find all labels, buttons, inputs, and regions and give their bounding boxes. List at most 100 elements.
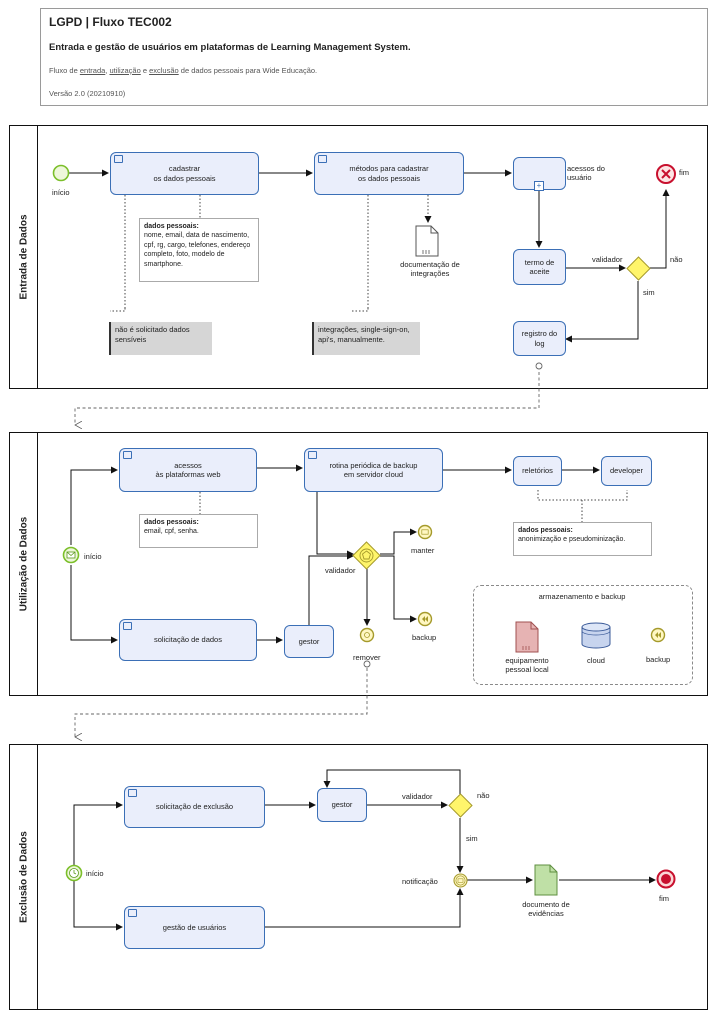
- note-dados-pessoais-2: dados pessoais: email, cpf, senha.: [139, 514, 258, 548]
- backup-event-icon: [650, 627, 666, 643]
- start-message-event: [62, 546, 80, 564]
- end-manter-icon: [417, 524, 433, 540]
- task-developer[interactable]: developer: [601, 456, 652, 486]
- link-utilizacao[interactable]: utilização: [109, 66, 141, 75]
- remover-label: remover: [353, 653, 381, 662]
- note3-body: anonimização e pseudominização.: [518, 536, 626, 544]
- end-remover-icon: [359, 627, 375, 643]
- pool-exclusao-label-lane: Exclusão de Dados: [10, 745, 38, 1009]
- user-task-icon: [128, 909, 137, 917]
- start-timer-event: [65, 864, 83, 882]
- fim-label-1: fim: [679, 168, 689, 177]
- diagram-title: LGPD | Fluxo TEC002: [49, 15, 172, 29]
- doc-equipamento-icon: [515, 621, 539, 653]
- user-task-icon: [128, 789, 137, 797]
- gateway-validador-1: [626, 256, 651, 281]
- task-reletorios[interactable]: reletórios: [513, 456, 562, 486]
- link-exclusao[interactable]: exclusão: [149, 66, 179, 75]
- assoc-rel-dev: [537, 490, 628, 501]
- flow-validador-backup: [380, 555, 417, 623]
- gray-note-integracoes: integrações, single-sign-on, api's, manu…: [312, 322, 420, 355]
- validador-label-2: validador: [325, 566, 356, 575]
- user-task-icon: [123, 622, 132, 630]
- note1-title: dados pessoais:: [144, 223, 199, 230]
- flow-validador-manter: [380, 528, 417, 555]
- task-registro-log[interactable]: registro do log: [513, 321, 566, 356]
- notificacao-label: notificação: [402, 877, 438, 886]
- note2-body: email, cpf, senha.: [144, 528, 199, 536]
- task-acessos-plataformas[interactable]: acessos às plataformas web: [119, 448, 257, 492]
- flow-start-acessos: [70, 466, 118, 545]
- task-gestor-3[interactable]: gestor: [317, 788, 367, 822]
- diagram-description: Fluxo de entrada, utilização e exclusão …: [49, 66, 318, 75]
- flow-validador-registro: [565, 281, 639, 343]
- equipamento-label: equipamento pessoal local: [505, 656, 549, 675]
- validador-label-1: validador: [592, 255, 623, 264]
- start-event-1: [52, 164, 70, 182]
- doc-evidencias-icon: [534, 864, 558, 896]
- task-solicitacao-dados[interactable]: solicitação de dados: [119, 619, 257, 661]
- task-gestao-usuarios[interactable]: gestão de usuários: [124, 906, 265, 949]
- backup-label: backup: [412, 633, 437, 642]
- task-cadastrar-dados[interactable]: cadastrar os dados pessoais: [110, 152, 259, 195]
- note1-body: nome, email, data de nascimento, cpf, rg…: [144, 232, 251, 268]
- doc-integracoes-label: documentação de integrações: [400, 260, 460, 279]
- task-metodos-cadastro[interactable]: métodos para cadastrar os dados pessoais: [314, 152, 464, 195]
- start-label-3: início: [86, 869, 104, 878]
- doc-evidencias-label: documento de evidências: [522, 900, 570, 919]
- msg-pool2-pool3: [75, 668, 368, 737]
- flow-gestao-notificacao: [265, 888, 464, 928]
- end-backup-icon: [417, 611, 433, 627]
- note-dados-pessoais-1: dados pessoais: nome, email, data de nas…: [139, 218, 259, 282]
- notificacao-event-icon: [453, 873, 468, 888]
- group-armazenamento-title: armazenamento e backup: [538, 592, 626, 601]
- group-armazenamento: [473, 585, 693, 685]
- msg-origin-1: [535, 362, 543, 370]
- task-termo-aceite[interactable]: termo de aceite: [513, 249, 566, 285]
- service-task-icon: [308, 451, 317, 459]
- validador-label-3: validador: [402, 792, 433, 801]
- manter-label: manter: [411, 546, 435, 555]
- flow-gestor-validador: [308, 552, 354, 625]
- gateway-validador-2: [352, 541, 381, 570]
- flow-start-solicitacao: [70, 565, 118, 644]
- msg-origin-2: [363, 660, 371, 668]
- start-label-1: início: [52, 188, 70, 197]
- backup-label-2: backup: [646, 655, 671, 664]
- end-event-fim: [656, 869, 676, 889]
- start-label-2: início: [84, 552, 102, 561]
- link-entrada[interactable]: entrada: [79, 66, 106, 75]
- flow-start-gestao: [73, 881, 123, 931]
- acessos-label: acessos do usuário: [567, 164, 605, 183]
- subprocess-plus-icon: +: [534, 181, 544, 191]
- user-task-icon: [318, 155, 327, 163]
- flow-validador-fim: [650, 189, 670, 269]
- doc-integracoes-icon: [415, 225, 439, 257]
- flow-start-solicitacao-exclusao: [73, 801, 123, 865]
- note-dados-pessoais-3: dados pessoais: anonimização e pseudomin…: [513, 522, 652, 556]
- user-task-icon: [123, 451, 132, 459]
- cloud-label: cloud: [587, 656, 605, 665]
- version-text: Versão 2.0 (20210910): [49, 89, 126, 98]
- flow-validador-gestor-loop: [323, 769, 461, 794]
- diagram-subtitle: Entrada e gestão de usuários em platafor…: [49, 42, 411, 53]
- task-solicitacao-exclusao[interactable]: solicitação de exclusão: [124, 786, 265, 828]
- task-rotina-backup[interactable]: rotina periódica de backup em servidor c…: [304, 448, 443, 492]
- msg-pool1-pool2: [75, 372, 540, 425]
- task-gestor-2[interactable]: gestor: [284, 625, 334, 658]
- cloud-datastore-icon: [581, 622, 611, 649]
- gateway-validador-3: [448, 793, 473, 818]
- nao-label-1: não: [670, 255, 683, 264]
- header-box: LGPD | Fluxo TEC002 Entrada e gestão de …: [40, 8, 708, 106]
- note3-title: dados pessoais:: [518, 527, 573, 534]
- sim-label-1: sim: [643, 288, 655, 297]
- gray-note-sensiveis: não é solicitado dados sensíveis: [109, 322, 212, 355]
- nao-label-3: não: [477, 791, 490, 800]
- sim-label-3: sim: [466, 834, 478, 843]
- flow-rotina-validador: [316, 492, 354, 558]
- pool-utilizacao-label-lane: Utilização de Dados: [10, 433, 38, 695]
- pool-entrada-label-lane: Entrada de Dados: [10, 126, 38, 388]
- fim-label-3: fim: [659, 894, 669, 903]
- service-task-icon: [114, 155, 123, 163]
